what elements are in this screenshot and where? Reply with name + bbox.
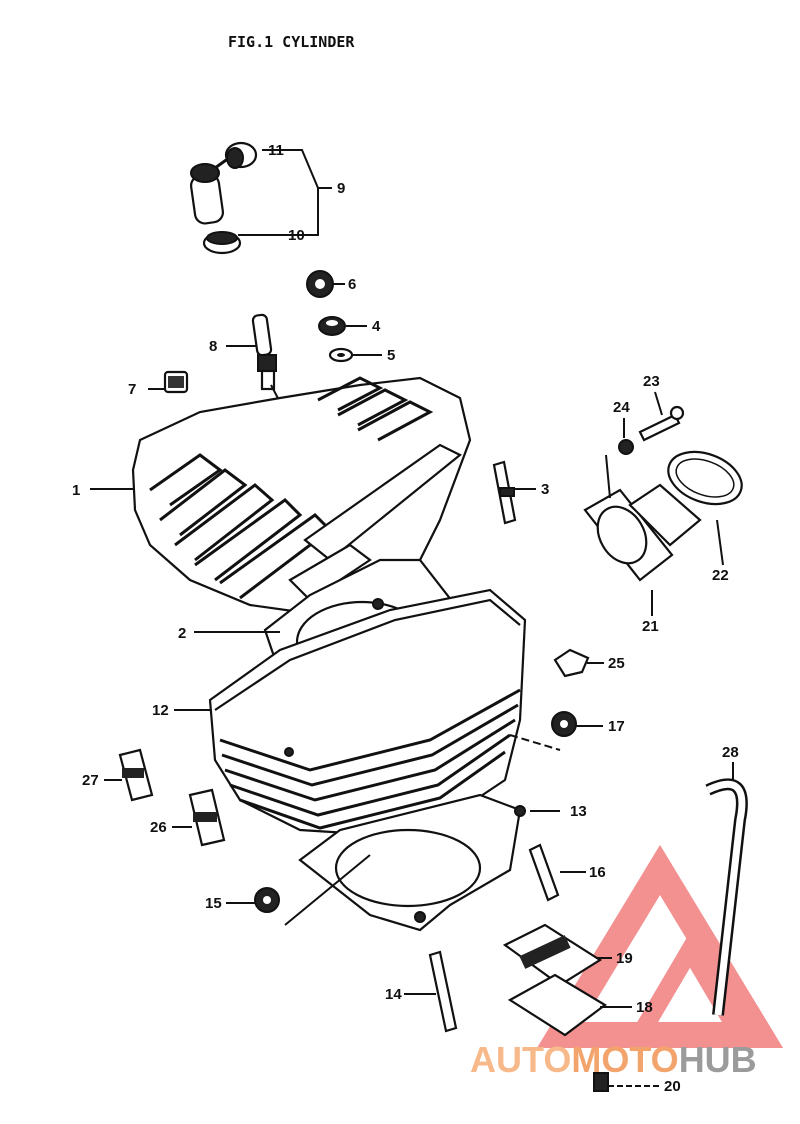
callout-14: 14 bbox=[385, 986, 402, 1003]
callout-15: 15 bbox=[205, 895, 222, 912]
callout-10: 10 bbox=[288, 227, 305, 244]
callout-21: 21 bbox=[642, 618, 659, 635]
callout-2: 2 bbox=[178, 625, 186, 642]
plug-cap-assembly bbox=[189, 141, 258, 255]
callout-24: 24 bbox=[613, 399, 630, 416]
bracket-b bbox=[188, 788, 226, 847]
cap-nut bbox=[306, 270, 334, 298]
stud-bolt bbox=[492, 460, 517, 525]
callout-4: 4 bbox=[372, 318, 381, 335]
callout-13: 13 bbox=[570, 803, 587, 820]
callout-25: 25 bbox=[608, 655, 625, 672]
flat-nut bbox=[318, 316, 346, 336]
spark-plug bbox=[251, 313, 277, 391]
reed-valve bbox=[502, 923, 607, 1037]
manifold-bolt bbox=[638, 405, 685, 442]
watermark-hub: HUB bbox=[679, 1039, 757, 1080]
reed-bolt bbox=[593, 1072, 609, 1092]
callout-26: 26 bbox=[150, 819, 167, 836]
callout-16: 16 bbox=[589, 864, 606, 881]
base-gasket bbox=[298, 793, 526, 932]
callout-8: 8 bbox=[209, 338, 217, 355]
callout-1: 1 bbox=[72, 482, 80, 499]
intake-manifold bbox=[583, 450, 743, 582]
callout-28: 28 bbox=[722, 744, 739, 761]
callouts: 1 2 3 4 5 6 7 8 9 10 11 12 13 14 15 16 1… bbox=[72, 142, 739, 1095]
washer bbox=[328, 347, 354, 363]
callout-17: 17 bbox=[608, 718, 625, 735]
callout-20: 20 bbox=[664, 1078, 681, 1095]
stud-pin bbox=[428, 950, 458, 1033]
cylinder-nut bbox=[551, 711, 577, 737]
damper-block bbox=[553, 648, 590, 678]
callout-11: 11 bbox=[268, 142, 284, 159]
watermark-text: AUTOMOTOHUB bbox=[470, 1039, 757, 1080]
callout-6: 6 bbox=[348, 276, 356, 293]
breather-hose bbox=[705, 778, 748, 1016]
dowel-pin bbox=[528, 843, 560, 902]
callout-27: 27 bbox=[82, 772, 99, 789]
watermark-auto: AUTO bbox=[470, 1039, 571, 1080]
callout-7: 7 bbox=[128, 381, 136, 398]
callout-23: 23 bbox=[643, 373, 660, 390]
callout-3: 3 bbox=[541, 481, 549, 498]
manifold-washer bbox=[618, 439, 634, 455]
rubber-damper bbox=[163, 370, 189, 394]
bracket-a bbox=[118, 748, 154, 802]
watermark-moto: MOTO bbox=[571, 1039, 678, 1080]
callout-12: 12 bbox=[152, 702, 169, 719]
cylinder-head bbox=[131, 376, 472, 614]
callout-19: 19 bbox=[616, 950, 633, 967]
callout-22: 22 bbox=[712, 567, 729, 584]
callout-5: 5 bbox=[387, 347, 395, 364]
figure-title: FIG.1 CYLINDER bbox=[228, 33, 355, 51]
callout-9: 9 bbox=[337, 180, 345, 197]
cylinder-block bbox=[208, 588, 527, 837]
callout-18: 18 bbox=[636, 999, 653, 1016]
base-nut bbox=[254, 887, 280, 913]
